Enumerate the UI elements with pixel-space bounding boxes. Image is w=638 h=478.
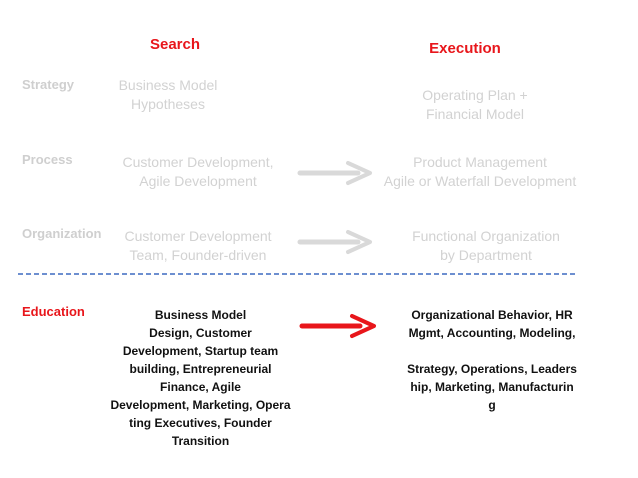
strategy-execution-text: Operating Plan + Financial Model — [422, 87, 528, 122]
search-column-header: Search — [149, 36, 201, 53]
row-label-organization: Organization — [22, 226, 102, 241]
education-execution-text: Organizational Behavior, HR Mgmt, Accoun… — [407, 308, 577, 412]
process-search-text: Customer Development, Agile Development — [122, 154, 274, 189]
organization-arrow-icon — [297, 230, 372, 254]
process-execution-text: Product Management Agile or Waterfall De… — [383, 154, 577, 189]
organization-execution-text: Functional Organization by Department — [412, 228, 560, 263]
row-label-strategy: Strategy — [22, 77, 75, 92]
strategy-search-text: Business Model Hypotheses — [118, 77, 218, 112]
education-search-text: Business Model Design, Customer Developm… — [110, 308, 291, 448]
organization-search-text: Customer Development Team, Founder-drive… — [124, 228, 272, 263]
row-label-process: Process — [22, 152, 73, 167]
execution-column-header: Execution — [429, 40, 501, 57]
dashed-divider — [18, 273, 576, 275]
process-arrow-icon — [297, 161, 372, 185]
row-label-education: Education — [22, 304, 85, 319]
education-arrow-icon — [299, 314, 376, 338]
